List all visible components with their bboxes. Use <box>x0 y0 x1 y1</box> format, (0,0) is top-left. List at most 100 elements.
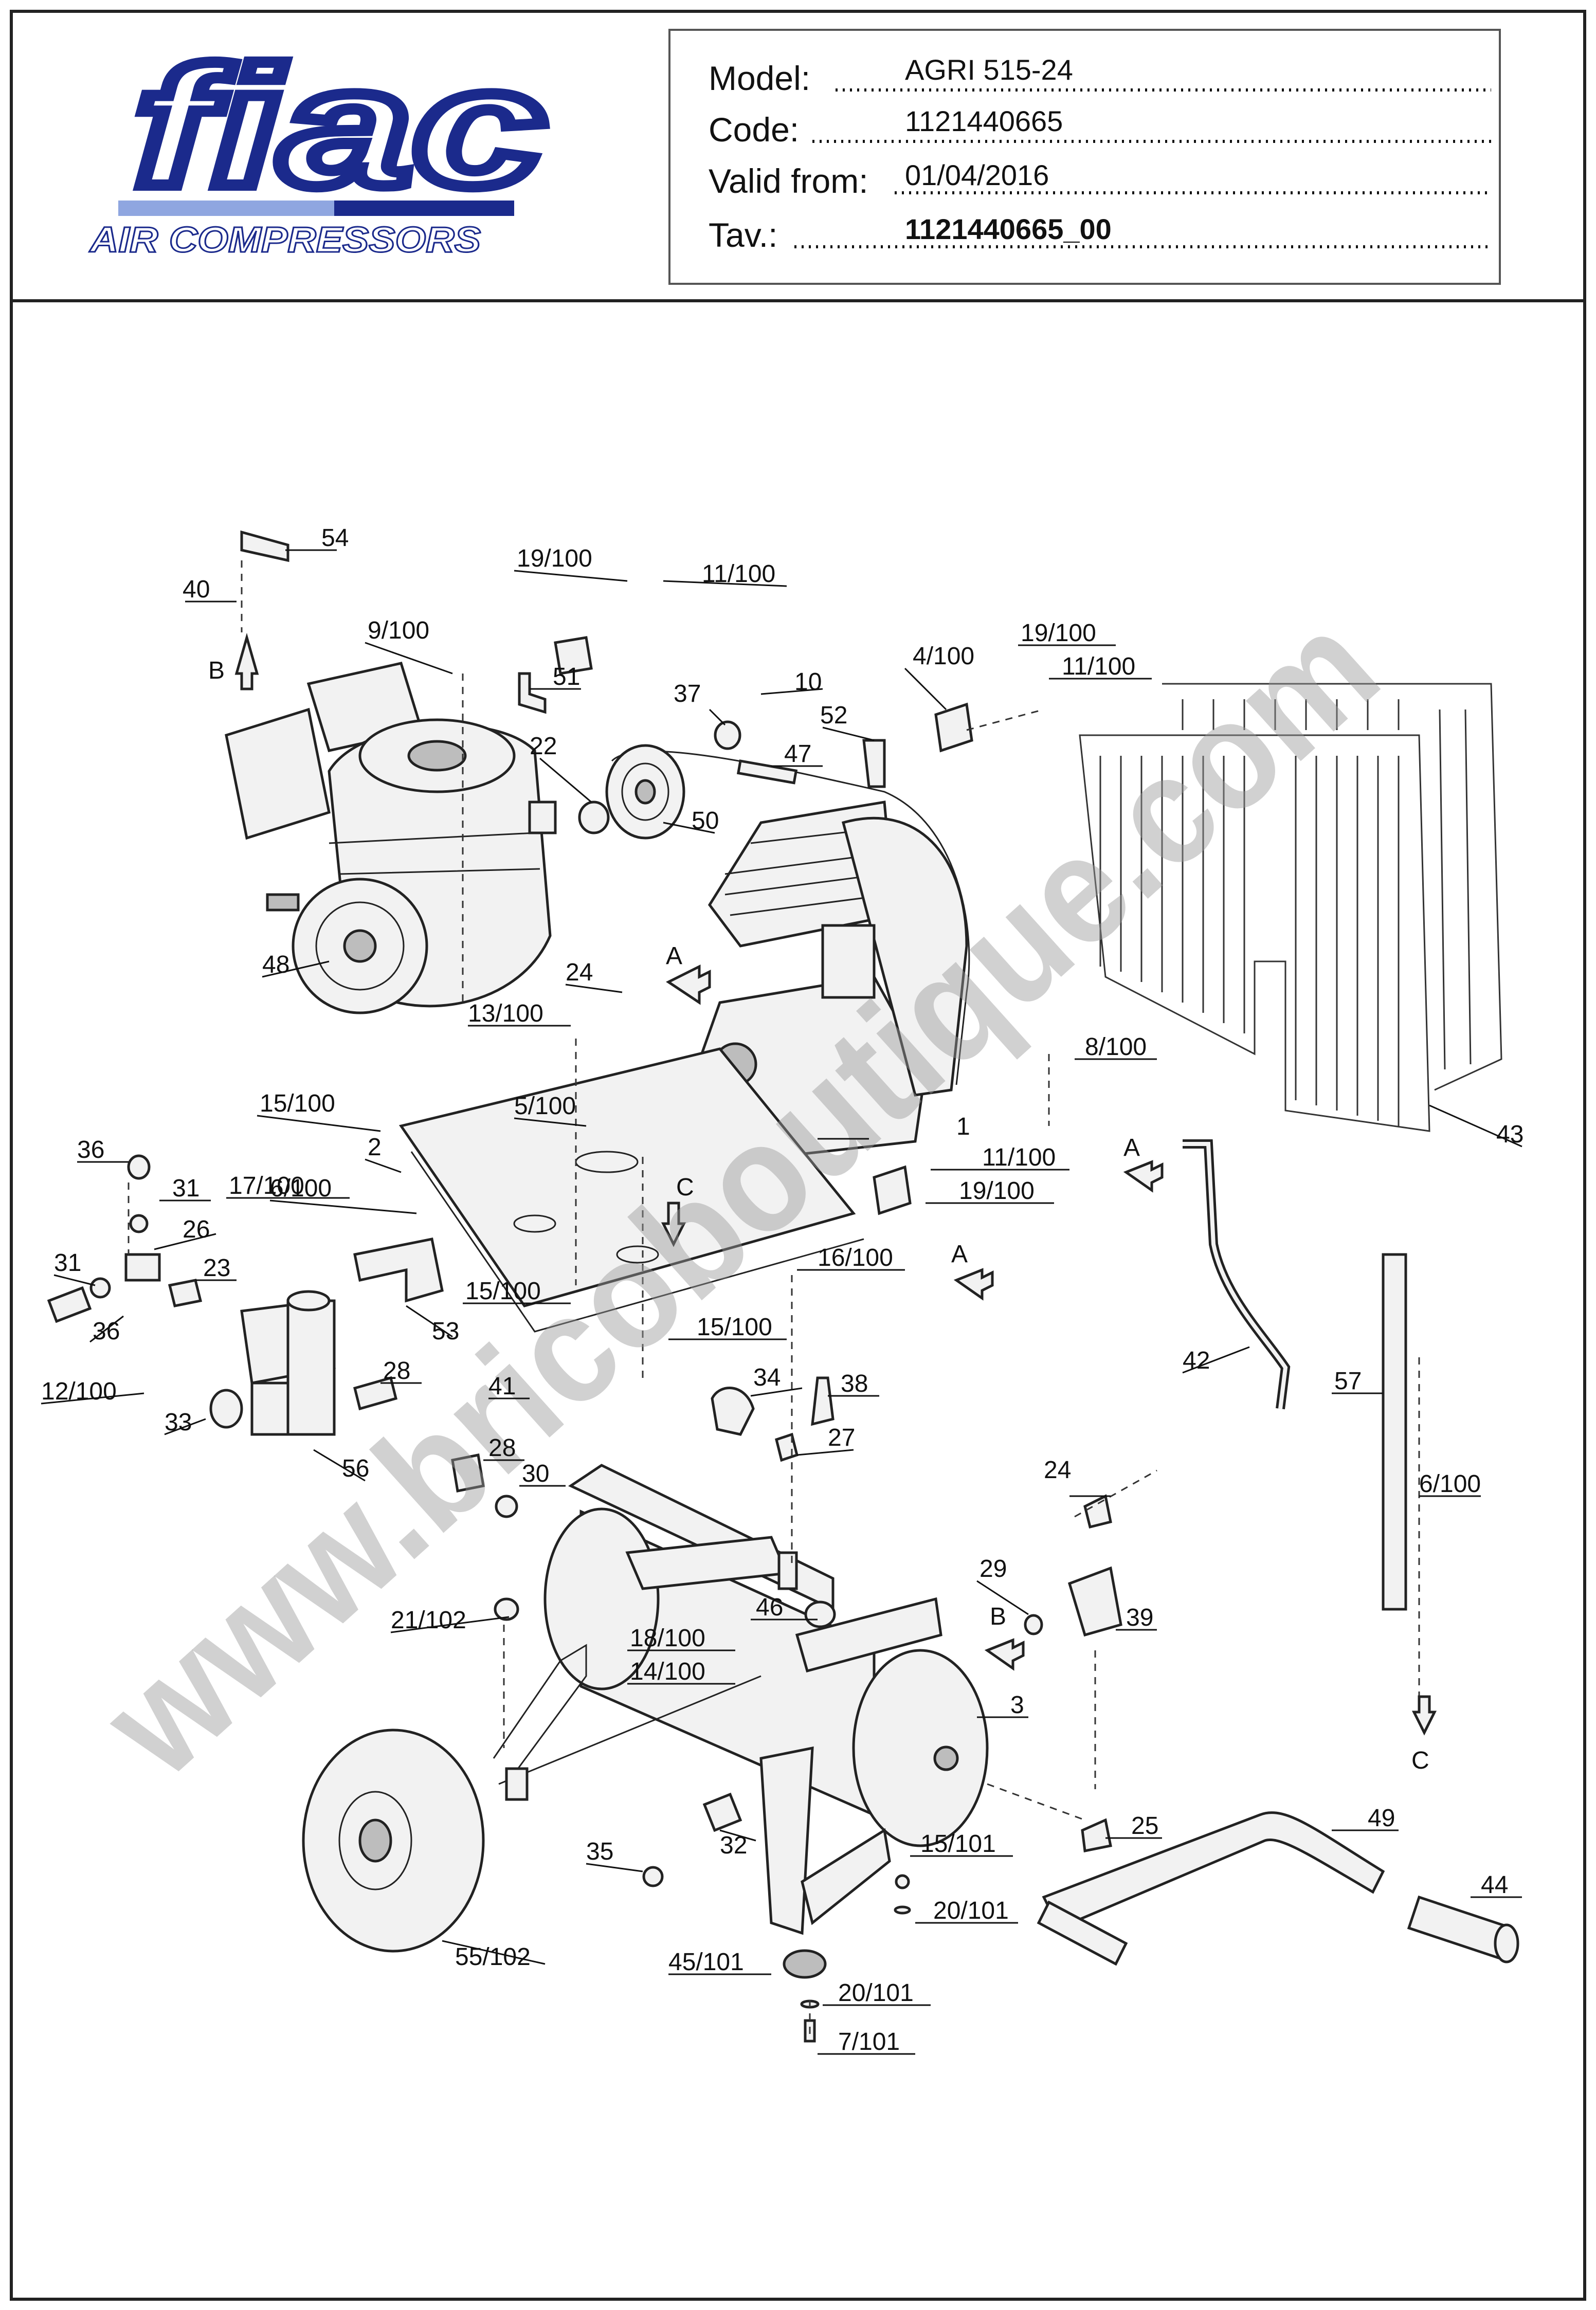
part-label: 11/100 <box>702 560 775 588</box>
part-label: 52 <box>820 702 847 729</box>
base-plate-drawing <box>398 1047 864 1333</box>
part-label: 37 <box>674 680 701 707</box>
valid-from-value: 01/04/2016 <box>905 159 1049 191</box>
code-value: 1121440665 <box>905 105 1063 137</box>
part-label: 18/100 <box>630 1625 705 1652</box>
part-label: 40 <box>183 576 210 603</box>
logo-stripe-light <box>118 201 334 216</box>
part-label: 49 <box>1368 1805 1395 1832</box>
part-label: 20/101 <box>838 1979 914 2007</box>
model-label: Model: <box>709 59 810 97</box>
part-label: 48 <box>262 951 289 978</box>
part-label: 26 <box>183 1216 210 1243</box>
part-label: 31 <box>172 1175 199 1202</box>
part-label: 3 <box>1010 1691 1024 1719</box>
fiac-logo: fiac AIR COMPRESSORS <box>88 26 551 261</box>
pipe-42-inner <box>1183 1142 1288 1409</box>
assembly-lines <box>128 560 1420 2036</box>
part-label: 15/101 <box>920 1830 996 1858</box>
part-label: 31 <box>54 1249 81 1277</box>
model-value: AGRI 515-24 <box>905 53 1073 86</box>
flow-marker: A <box>951 1241 968 1268</box>
air-tank-drawing <box>543 1464 989 1847</box>
part-label: 23 <box>203 1254 230 1282</box>
part-label: 19/100 <box>959 1177 1035 1205</box>
part-label: 32 <box>720 1832 747 1859</box>
part-label: 1 <box>956 1113 970 1140</box>
wheel-drawing <box>302 1644 761 1953</box>
handle-drawing <box>1037 1811 1519 1966</box>
part-label: 22 <box>530 733 557 760</box>
part-label: 8/100 <box>1085 1033 1147 1061</box>
part-callouts: 54 40 B 19/100 11/100 9/100 51 37 10 4/1… <box>41 524 1524 2056</box>
part-label: 28 <box>383 1357 410 1385</box>
compressor-pump-drawing <box>687 801 968 1163</box>
part-label: 43 <box>1496 1121 1524 1148</box>
part-label: 29 <box>980 1555 1007 1583</box>
part-label: 53 <box>432 1318 459 1345</box>
flow-arrows <box>234 632 1437 1736</box>
part-label: 21/102 <box>391 1607 466 1634</box>
valid-from-label: Valid from: <box>709 162 868 200</box>
part-label: 24 <box>1044 1457 1071 1484</box>
part-label: 17/100 <box>229 1172 304 1199</box>
part-label: 5/100 <box>514 1093 576 1120</box>
part-label: 28 <box>488 1434 516 1462</box>
part-label: 56 <box>342 1455 369 1482</box>
part-label: 25 <box>1131 1812 1158 1840</box>
belt-guard-drawing <box>1079 683 1502 1132</box>
part-label: 51 <box>553 663 580 690</box>
flow-marker: A <box>1123 1134 1140 1161</box>
part-label: 42 <box>1183 1347 1210 1374</box>
part-label: 47 <box>784 740 811 768</box>
part-label: 7/101 <box>838 2028 900 2056</box>
part-label: 27 <box>828 1424 855 1451</box>
part-label: 20/101 <box>933 1897 1009 1924</box>
flow-marker: B <box>208 657 225 684</box>
engine-drawing <box>225 662 557 1014</box>
part-label: 2 <box>368 1134 382 1161</box>
part-label: 13/100 <box>468 1000 543 1027</box>
key-47 <box>736 759 798 785</box>
part-label: 12/100 <box>41 1378 117 1405</box>
tube-57-drawing <box>1382 1253 1407 1611</box>
part-label: 11/100 <box>982 1144 1056 1171</box>
part-label: 15/100 <box>260 1090 335 1117</box>
code-label: Code: <box>709 111 799 149</box>
part-label: 54 <box>321 524 349 552</box>
part-label: 6/100 <box>1419 1470 1481 1498</box>
part-label: 46 <box>756 1594 783 1621</box>
pulley-drawing <box>605 744 685 840</box>
part-label: 30 <box>522 1460 549 1487</box>
part-label: 14/100 <box>630 1658 705 1685</box>
part-label: 19/100 <box>1021 620 1096 647</box>
part-label: 36 <box>93 1318 120 1345</box>
part-label: 34 <box>753 1364 781 1391</box>
part-label: 50 <box>692 807 719 834</box>
part-label: 33 <box>165 1409 192 1436</box>
flow-marker: B <box>990 1603 1006 1630</box>
part-label: 10 <box>794 668 822 696</box>
part-label: 11/100 <box>1062 653 1135 680</box>
part-label: 44 <box>1481 1871 1508 1899</box>
part-label: 39 <box>1126 1604 1153 1631</box>
filter-regulator-drawing <box>209 1290 336 1436</box>
logo-stripe-dark <box>334 201 514 216</box>
logo-wordmark: fiac <box>134 31 545 221</box>
part-label: 19/100 <box>517 545 592 572</box>
part-label: 45/101 <box>668 1949 744 1976</box>
tav-label: Tav.: <box>709 216 777 254</box>
flow-marker: C <box>1411 1747 1429 1774</box>
part-label: 36 <box>77 1136 104 1163</box>
bushing-22 <box>578 801 610 834</box>
part-label: 57 <box>1334 1368 1362 1395</box>
tav-value: 1121440665_00 <box>905 213 1112 245</box>
flow-marker: C <box>676 1174 694 1201</box>
bushing-37 <box>714 720 741 750</box>
part-label: 38 <box>841 1370 868 1397</box>
logo-tagline: AIR COMPRESSORS <box>89 220 481 260</box>
part-label: 24 <box>566 959 593 986</box>
header-info-box: Model: AGRI 515-24 Code: 1121440665 Vali… <box>668 29 1501 285</box>
support-foot-drawing <box>759 1746 891 1979</box>
